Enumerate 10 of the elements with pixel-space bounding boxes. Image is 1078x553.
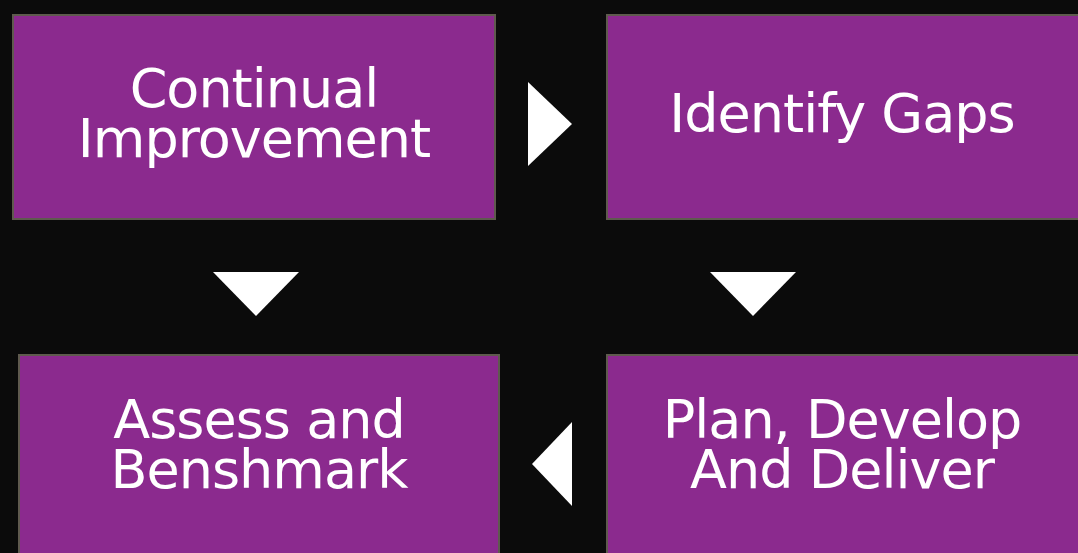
chevron-arrow bbox=[532, 422, 572, 506]
chevron-arrow bbox=[213, 272, 299, 316]
chevron-arrow bbox=[710, 272, 796, 316]
process-box bbox=[606, 14, 1078, 220]
box-label: Assess and Benshmark bbox=[109, 395, 409, 495]
process-box bbox=[606, 354, 1078, 553]
chevron-arrow bbox=[528, 82, 572, 166]
process-box bbox=[18, 354, 500, 553]
process-box bbox=[12, 14, 496, 220]
box-label: Plan, Develop And Deliver bbox=[661, 395, 1023, 495]
